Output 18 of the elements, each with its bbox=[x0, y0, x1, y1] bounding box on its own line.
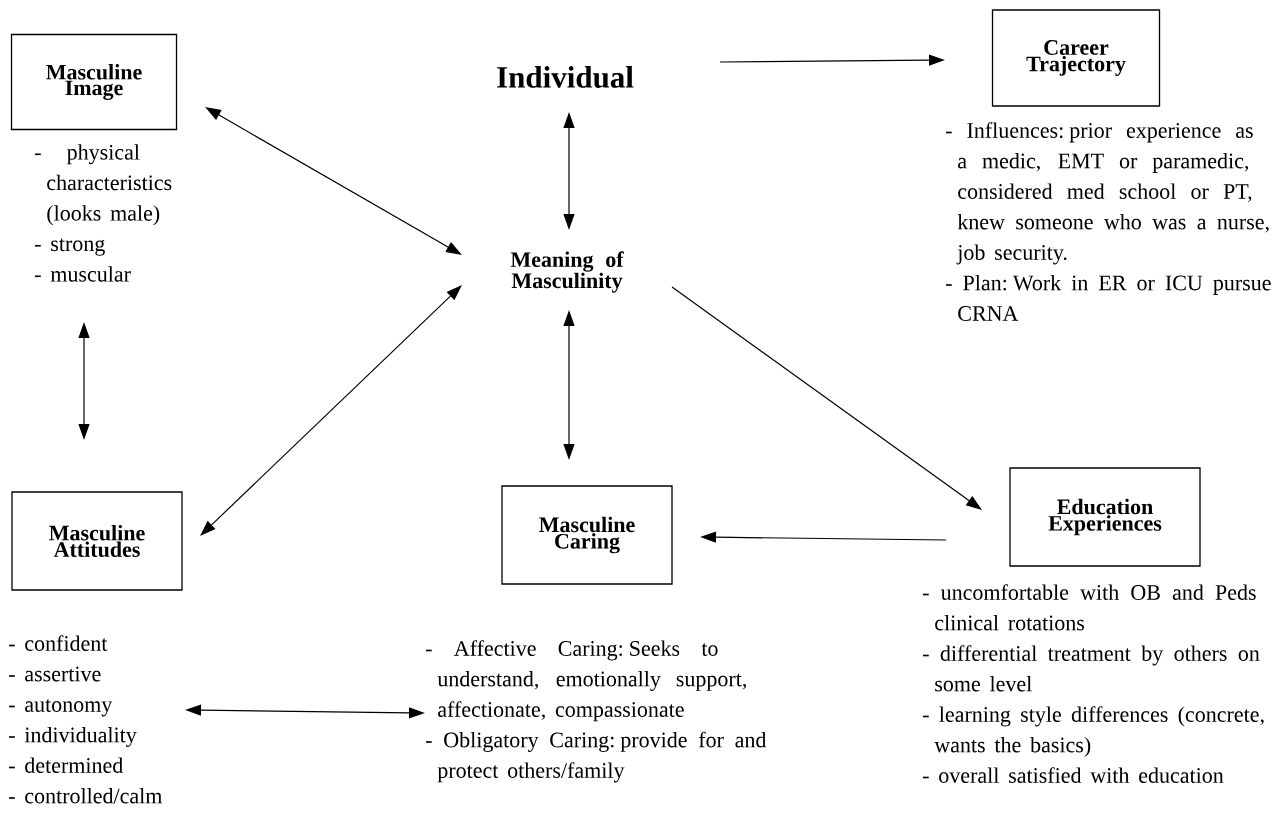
concept-box: Masculine Image bbox=[10, 33, 178, 131]
arrow bbox=[200, 285, 462, 536]
node-label: - differential treatment by others on some level bbox=[923, 645, 1260, 692]
heading-text: Individual bbox=[497, 66, 634, 88]
node-label: - overall satisfied with education bbox=[923, 767, 1224, 783]
node-label: - learning style differences (concrete, wants the basics) bbox=[923, 706, 1264, 757]
bullet-list: - confident - assertive - autonomy - individuality - determined - controlled/calm bbox=[9, 635, 163, 804]
concept-box: Education Experiences bbox=[1009, 467, 1201, 567]
concept-box: Masculine Caring bbox=[501, 485, 673, 585]
node-label: - uncomfortable with OB and Peds clinical rotations bbox=[923, 584, 1256, 631]
concept-box: Career Trajectory bbox=[991, 9, 1161, 107]
bullet-list: - Influences: prior experience as a medic, EMT or paramedic, considered med school or PT, knew someone who was a nurse, job security. - Plan: Work in ER or ICU pursue CRNA bbox=[946, 122, 1271, 321]
bullet-list: - physical characteristics (looks male) - strong - muscular bbox=[35, 144, 172, 282]
concept-box: Masculine Attitudes bbox=[11, 491, 183, 591]
arrow bbox=[671, 286, 982, 510]
concept-text: Meaning of Masculinity bbox=[510, 251, 624, 293]
bullet-list: - Affective Caring: Seeks to understand, emotionally support, affectionate, compassionate - Obligatory Caring: provide for and protect others/family bbox=[426, 640, 767, 783]
bullet-list: - uncomfortable with OB and Peds clinical rotations - differential treatment by others on some level - learning style differences (concrete, wants the basics) - overall satisfied with education bbox=[923, 584, 1264, 783]
